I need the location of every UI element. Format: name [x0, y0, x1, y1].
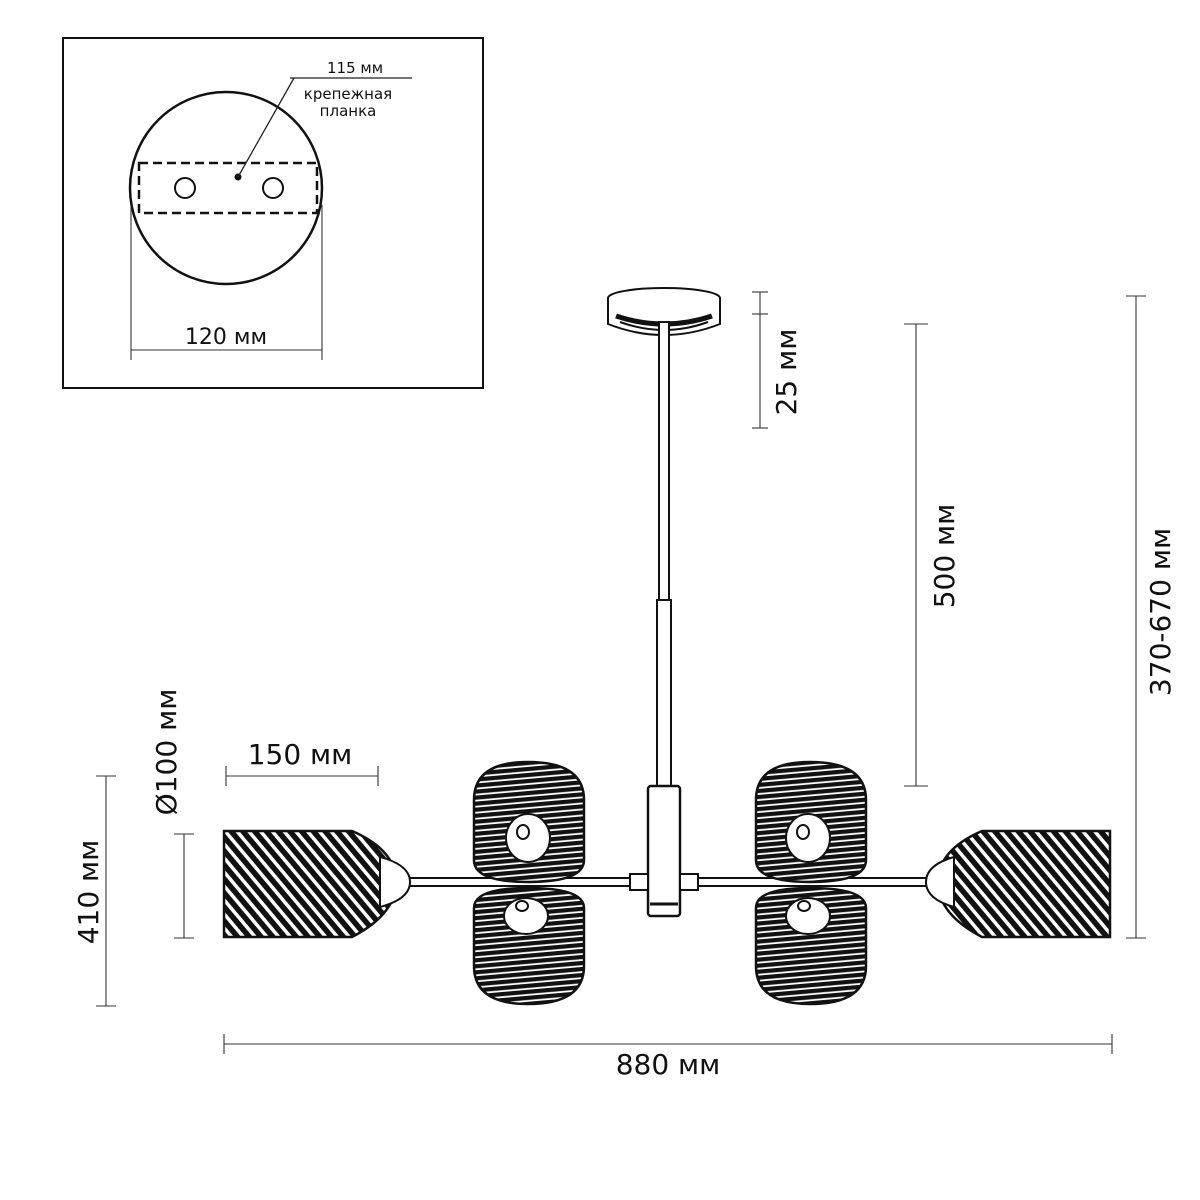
fixture-height-label: 410 мм [72, 840, 105, 945]
ceiling-canopy [607, 287, 721, 336]
shade-lower-right [754, 886, 868, 1006]
shade-right [924, 829, 1112, 939]
total-width-label: 880 мм [616, 1048, 721, 1081]
dim-total-height: 370-670 мм [1126, 295, 1177, 939]
suspension-rod-upper [658, 321, 670, 603]
arm-joint-left [629, 873, 649, 891]
dimension-lines: 25 мм 500 мм 370-670 мм Ø100 мм [72, 291, 1177, 1081]
shade-upper-right [754, 760, 868, 884]
canopy-circle [128, 90, 324, 286]
mounting-strip [137, 161, 319, 215]
screw-hole-left [174, 177, 196, 199]
dim-rod-length: 500 мм [904, 323, 961, 787]
shade-lower-left [472, 886, 586, 1006]
shade-length-label: 150 мм [248, 738, 353, 771]
plate-label-line-1: крепежная [304, 85, 392, 103]
inset-panel: 115 мм крепежная планка 120 мм [62, 37, 484, 389]
arm-joint-right [679, 873, 699, 891]
dim-fixture-height: 410 мм [72, 775, 116, 1007]
plate-leader-line [237, 77, 295, 178]
plate-strip-width-label: 115 мм [327, 59, 383, 77]
shade-diameter-label: Ø100 мм [150, 689, 183, 816]
dim-canopy-height: 25 мм [752, 291, 803, 429]
plate-label-line-2: планка [320, 102, 377, 120]
central-body [646, 784, 682, 918]
total-height-label: 370-670 мм [1144, 528, 1177, 696]
fixture [222, 287, 1112, 1006]
dim-shade-length: 150 мм [225, 738, 379, 786]
shade-left [222, 829, 412, 939]
dim-shade-diameter: Ø100 мм [150, 689, 194, 939]
rod-length-label: 500 мм [928, 504, 961, 609]
screw-hole-right [262, 177, 284, 199]
canopy-height-label: 25 мм [770, 329, 803, 416]
canopy-diameter-label: 120 мм [185, 325, 267, 350]
shade-upper-left [472, 760, 586, 884]
suspension-rod-lower [656, 599, 672, 787]
dim-total-width: 880 мм [223, 1034, 1113, 1081]
